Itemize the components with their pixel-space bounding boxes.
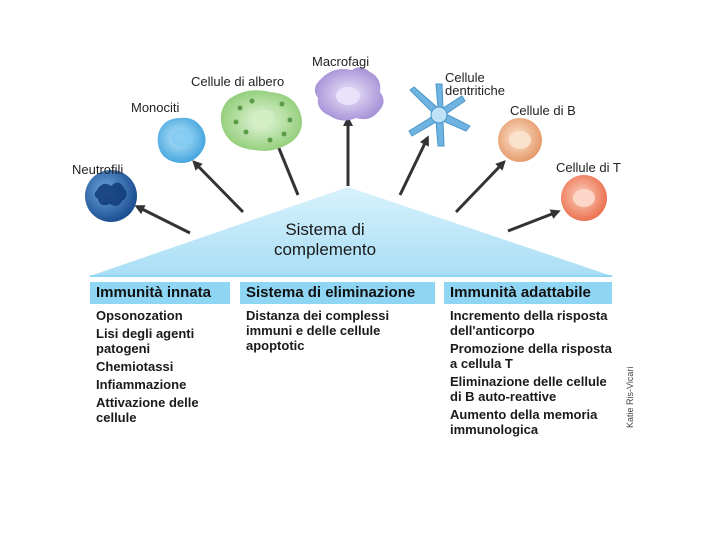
- list-item: Incremento della risposta dell'anticorpo: [450, 308, 608, 338]
- list-item: Distanza dei complessi immuni e delle ce…: [246, 308, 390, 353]
- column-header-immunita-adattabile: Immunità adattabile: [444, 282, 612, 304]
- list-item: Chemiotassi: [96, 359, 174, 374]
- list-sistema-eliminazione: Distanza dei complessi immuni e delle ce…: [240, 304, 435, 353]
- illustrator-credit: Katie Ris-Vicari: [617, 362, 677, 428]
- label-macrofagi: Macrofagi: [312, 54, 370, 69]
- label-cellule-t: Cellule di T: [556, 160, 621, 175]
- label-neutrofili: Neutrofili: [72, 162, 124, 177]
- cellule-dentritiche-cell-icon: [408, 83, 471, 147]
- complement-triangle: [90, 187, 612, 276]
- arrow-cellule-b: [454, 160, 506, 214]
- cellule-t-cell-icon: [561, 175, 607, 221]
- column-sistema-eliminazione: Sistema di eliminazione Distanza dei com…: [240, 282, 435, 356]
- monociti-cell-icon: [157, 117, 206, 163]
- illustrator-credit-text: Katie Ris-Vicari: [625, 366, 635, 428]
- list-item: Lisi degli agenti patogeni: [96, 326, 195, 356]
- list-item: Promozione della risposta a cellula T: [450, 341, 612, 371]
- label-cellule-albero: Cellule di albero: [191, 74, 285, 89]
- arrow-monociti: [192, 160, 245, 214]
- list-immunita-innata: Opsonozation Lisi degli agenti patogeni …: [90, 304, 230, 425]
- neutrofili-cell-icon: [85, 170, 137, 222]
- label-monociti: Monociti: [131, 100, 180, 115]
- list-item: Aumento della memoria immunologica: [450, 407, 598, 437]
- arrow-cellule-t: [507, 209, 561, 233]
- label-cellule-b: Cellule di B: [510, 103, 576, 118]
- list-item: Eliminazione delle cellule di B auto-rea…: [450, 374, 607, 404]
- column-header-sistema-eliminazione: Sistema di eliminazione: [240, 282, 435, 304]
- label-cellule-dentritiche-line2: dentritiche: [445, 83, 505, 98]
- arrow-neutrofili: [134, 205, 191, 235]
- apex-label-line2: complemento: [273, 240, 377, 259]
- list-immunita-adattabile: Incremento della risposta dell'anticorpo…: [444, 304, 612, 437]
- apex-label-line1: Sistema di: [285, 220, 365, 239]
- cellule-b-cell-icon: [498, 118, 542, 162]
- list-item: Opsonozation: [96, 308, 183, 323]
- column-header-immunita-innata: Immunità innata: [90, 282, 230, 304]
- cellule-albero-cell-icon: [220, 90, 302, 151]
- apex-label: Sistema di complemento: [230, 220, 420, 260]
- label-cellule-dentritiche-line1: Cellule: [445, 70, 485, 85]
- column-immunita-adattabile: Immunità adattabile Incremento della ris…: [444, 282, 612, 440]
- list-item: Infiammazione: [96, 377, 187, 392]
- arrow-dentritiche: [398, 135, 429, 196]
- column-immunita-innata: Immunità innata Opsonozation Lisi degli …: [90, 282, 230, 428]
- list-item: Attivazione delle cellule: [96, 395, 199, 425]
- arrow-albero: [273, 137, 300, 196]
- macrofagi-cell-icon: [314, 67, 384, 121]
